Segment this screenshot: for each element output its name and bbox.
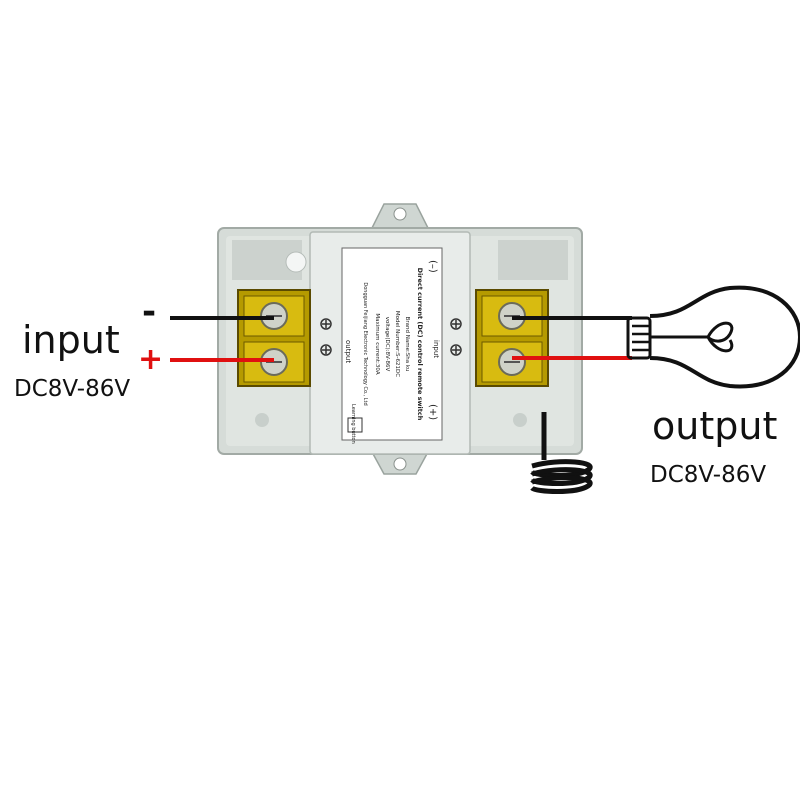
bottom-mount-hole	[393, 457, 407, 471]
label-minus-marks: (–)	[427, 260, 438, 273]
light-bulb-icon	[626, 285, 800, 389]
label-line6: Dongguan Feijiang Electronic Technology …	[362, 282, 368, 405]
learning-button[interactable]	[347, 417, 363, 433]
label-plus-marks: (+)	[427, 404, 438, 420]
top-mount-hole	[393, 207, 407, 221]
label-line2: Brand Name:Sha ku	[404, 317, 410, 372]
cover-polarity-marks	[320, 318, 462, 356]
label-output-text: output	[344, 340, 352, 363]
label-learning: Learning button	[350, 404, 356, 444]
label-line4: voltage(DC):8V-86V	[384, 317, 390, 372]
input-title: input	[22, 318, 120, 362]
output-title: output	[652, 404, 778, 448]
output-voltage-spec: DC8V-86V	[650, 462, 767, 488]
input-voltage-spec: DC8V-86V	[14, 376, 131, 402]
spec-label-text-group: (–) (+) Direct current (DC) control remo…	[344, 260, 440, 444]
label-input-text: input	[432, 340, 440, 358]
label-line1: Direct current (DC) control remote switc…	[416, 268, 424, 421]
input-terminal-block	[237, 289, 311, 387]
spec-label-card	[341, 247, 443, 441]
label-line5: Maximum current:30A	[374, 313, 380, 375]
input-negative-sign: -	[142, 292, 157, 332]
antenna-coil	[530, 412, 593, 494]
output-terminal-block	[475, 289, 549, 387]
label-line3: Model Number:S-621DC	[394, 311, 400, 377]
input-positive-sign: +	[138, 342, 164, 377]
